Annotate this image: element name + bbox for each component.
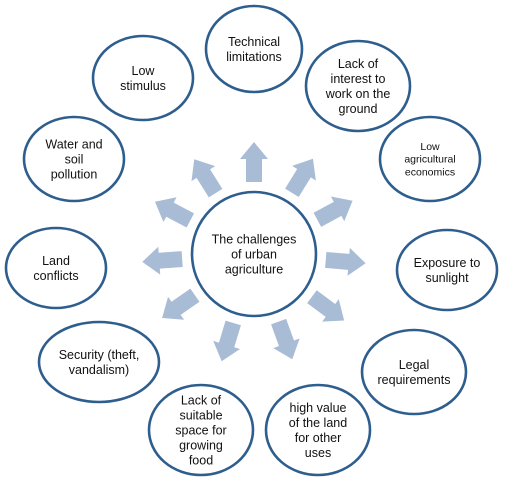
node-label-water-and-soil-pollution-line: Water and xyxy=(45,137,102,151)
node-label-lack-of-interest-line: ground xyxy=(339,102,378,116)
node-circle-land-conflicts xyxy=(4,226,108,310)
node-label-land-conflicts-line: conflicts xyxy=(33,269,78,283)
node-label-high-value-of-land-line: of the land xyxy=(289,416,347,430)
node-label-lack-of-suitable-space-line: Lack of xyxy=(181,393,222,407)
node-label-low-stimulus-line: stimulus xyxy=(120,79,166,93)
node-circle-low-agricultural-economics xyxy=(378,115,482,203)
node-circle-lack-of-suitable-space xyxy=(147,383,255,477)
node-label-security-line: vandalism) xyxy=(69,363,129,377)
node-label-high-value-of-land-line: high value xyxy=(290,401,347,415)
arrow-to-low-stimulus xyxy=(191,159,223,198)
arrows-layer xyxy=(142,142,366,362)
node-circle-exposure-to-sunlight xyxy=(395,228,499,312)
node-label-lack-of-suitable-space-line: food xyxy=(189,453,213,467)
node-label-lack-of-suitable-space-line: growing xyxy=(179,438,223,452)
arrow-to-land-conflicts xyxy=(142,246,183,275)
node-label-security-line: Security (theft, xyxy=(59,348,140,362)
node-label-low-agricultural-economics-line: agricultural xyxy=(404,154,455,166)
arrow-to-legal-requirements xyxy=(307,290,345,322)
node-circle-technical-limitations xyxy=(204,4,304,94)
node-label-water-and-soil-pollution-line: pollution xyxy=(51,167,98,181)
center-label-line: The challenges xyxy=(212,232,297,246)
node-label-lack-of-suitable-space-line: suitable xyxy=(179,408,222,422)
node-label-low-stimulus-line: Low xyxy=(132,64,156,78)
node-label-low-agricultural-economics-line: Low xyxy=(420,141,440,153)
node-label-water-and-soil-pollution-line: soil xyxy=(65,152,84,166)
node-label-lack-of-interest-line: Lack of xyxy=(338,57,379,71)
node-label-lack-of-interest-line: work on the xyxy=(325,87,391,101)
node-label-land-conflicts-line: Land xyxy=(42,254,70,268)
node-circle-security xyxy=(37,320,161,404)
center-circle xyxy=(190,190,318,318)
arrow-to-technical-limitations xyxy=(240,142,268,182)
node-label-high-value-of-land-line: for other xyxy=(295,431,342,445)
arrow-to-security xyxy=(162,288,200,320)
arrow-to-lack-of-interest xyxy=(285,158,316,197)
node-label-legal-requirements-line: Legal xyxy=(399,358,430,372)
arrow-to-low-agricultural-economics xyxy=(313,196,353,227)
node-circle-low-stimulus xyxy=(91,34,195,122)
arrow-to-water-and-soil-pollution xyxy=(154,197,195,228)
node-label-low-agricultural-economics-line: economics xyxy=(405,166,455,178)
node-label-lack-of-suitable-space-line: space for xyxy=(175,423,226,437)
node-circle-high-value-of-land xyxy=(264,383,372,477)
arrow-to-lack-of-suitable-space xyxy=(213,320,241,362)
node-circle-water-and-soil-pollution xyxy=(22,115,126,203)
node-label-lack-of-interest-line: interest to xyxy=(331,72,386,86)
node-circle-lack-of-interest xyxy=(304,39,412,133)
center-label-line: agriculture xyxy=(225,262,283,276)
node-label-technical-limitations-line: limitations xyxy=(226,50,282,64)
node-label-high-value-of-land-line: uses xyxy=(305,446,331,460)
node-label-exposure-to-sunlight-line: Exposure to xyxy=(414,256,481,270)
node-label-exposure-to-sunlight-line: sunlight xyxy=(425,271,469,285)
arrow-to-exposure-to-sunlight xyxy=(325,247,366,276)
node-label-legal-requirements-line: requirements xyxy=(378,373,451,387)
node-label-security: Security (theft,vandalism) xyxy=(59,348,140,377)
node-circle-legal-requirements xyxy=(360,328,468,416)
arrow-to-high-value-of-land xyxy=(271,318,300,360)
center-label-line: of urban xyxy=(231,247,277,261)
node-label-technical-limitations-line: Technical xyxy=(228,35,280,49)
